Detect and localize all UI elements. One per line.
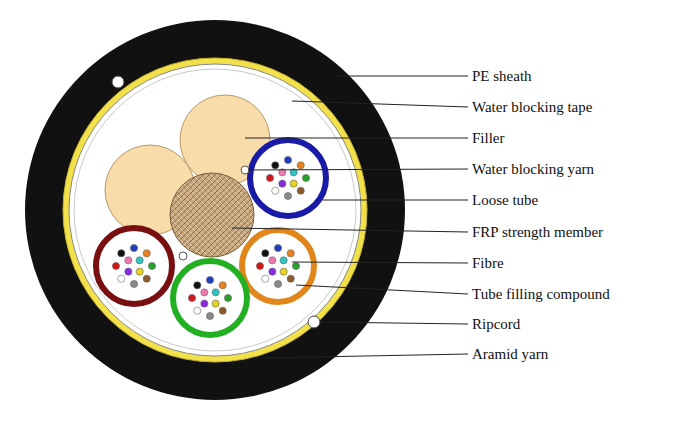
- fibre: [287, 250, 294, 257]
- fibre: [274, 244, 281, 251]
- loose-tube: [173, 261, 247, 335]
- leader-line: [248, 169, 468, 170]
- fibre: [292, 262, 299, 269]
- leader-lines: [232, 76, 468, 358]
- part-label: Fibre: [471, 254, 505, 272]
- fibre: [206, 276, 213, 283]
- fibre: [262, 250, 269, 257]
- leader-line: [320, 322, 468, 324]
- fibre: [206, 312, 213, 319]
- part-label: Aramid yarn: [471, 345, 549, 363]
- fibre: [269, 257, 276, 264]
- water-blocking-tape: [69, 64, 361, 356]
- part-label: Ripcord: [471, 315, 521, 333]
- leader-line: [262, 354, 468, 358]
- leader-line: [292, 262, 468, 263]
- leader-line: [335, 76, 468, 77]
- leader-line: [292, 101, 468, 107]
- loose-tube: [250, 140, 326, 216]
- part-label: Water blocking tape: [471, 98, 593, 116]
- fibre: [279, 180, 286, 187]
- fibre: [219, 307, 226, 314]
- loose-tube: [242, 230, 314, 302]
- part-label: Water blocking yarn: [471, 160, 595, 178]
- fibre-group: [112, 156, 309, 319]
- leader-line: [323, 200, 468, 201]
- fibre: [148, 262, 155, 269]
- fibre: [297, 187, 304, 194]
- fibre: [290, 180, 297, 187]
- fibre: [118, 275, 125, 282]
- part-label: FRP strength member: [471, 223, 604, 241]
- fibre: [112, 262, 119, 269]
- water-blocking-yarn: [179, 252, 187, 260]
- fibre: [219, 282, 226, 289]
- fibre: [201, 289, 208, 296]
- frp-strength-member: [170, 173, 254, 257]
- fibre: [130, 244, 137, 251]
- fibre: [274, 280, 281, 287]
- part-label: Filler: [471, 129, 506, 147]
- part-label: PE sheath: [471, 67, 533, 85]
- water-blocking-yarn: [241, 166, 249, 174]
- aramid-yarn-layer: [63, 58, 367, 362]
- fibre: [272, 187, 279, 194]
- loose-tube: [96, 228, 172, 304]
- fibre: [194, 307, 201, 314]
- fibre: [136, 268, 143, 275]
- leader-line: [232, 228, 468, 232]
- fibre: [269, 268, 276, 275]
- fibre: [287, 275, 294, 282]
- fibre: [125, 257, 132, 264]
- fibre: [118, 250, 125, 257]
- part-label: Tube filling compound: [471, 285, 611, 303]
- fibre: [302, 174, 309, 181]
- fibre: [266, 174, 273, 181]
- leader-line: [296, 285, 468, 294]
- pe-sheath: [25, 20, 405, 400]
- fibre: [297, 162, 304, 169]
- fibre: [212, 289, 219, 296]
- part-label: Loose tube: [471, 191, 539, 209]
- fibre: [262, 275, 269, 282]
- fibre: [136, 257, 143, 264]
- fibre: [143, 275, 150, 282]
- fibre: [143, 250, 150, 257]
- fibre: [284, 156, 291, 163]
- fibre: [130, 280, 137, 287]
- fibre: [272, 162, 279, 169]
- fibre: [188, 294, 195, 301]
- fibre: [280, 268, 287, 275]
- fibre: [284, 192, 291, 199]
- fibre: [212, 300, 219, 307]
- fibre: [256, 262, 263, 269]
- fibre: [280, 257, 287, 264]
- ripcord: [308, 316, 320, 328]
- leader-line: [245, 138, 468, 139]
- fibre: [201, 300, 208, 307]
- fibre: [125, 268, 132, 275]
- fibre: [194, 282, 201, 289]
- core-boundary: [74, 69, 356, 351]
- fibre: [224, 294, 231, 301]
- ripcord: [112, 76, 124, 88]
